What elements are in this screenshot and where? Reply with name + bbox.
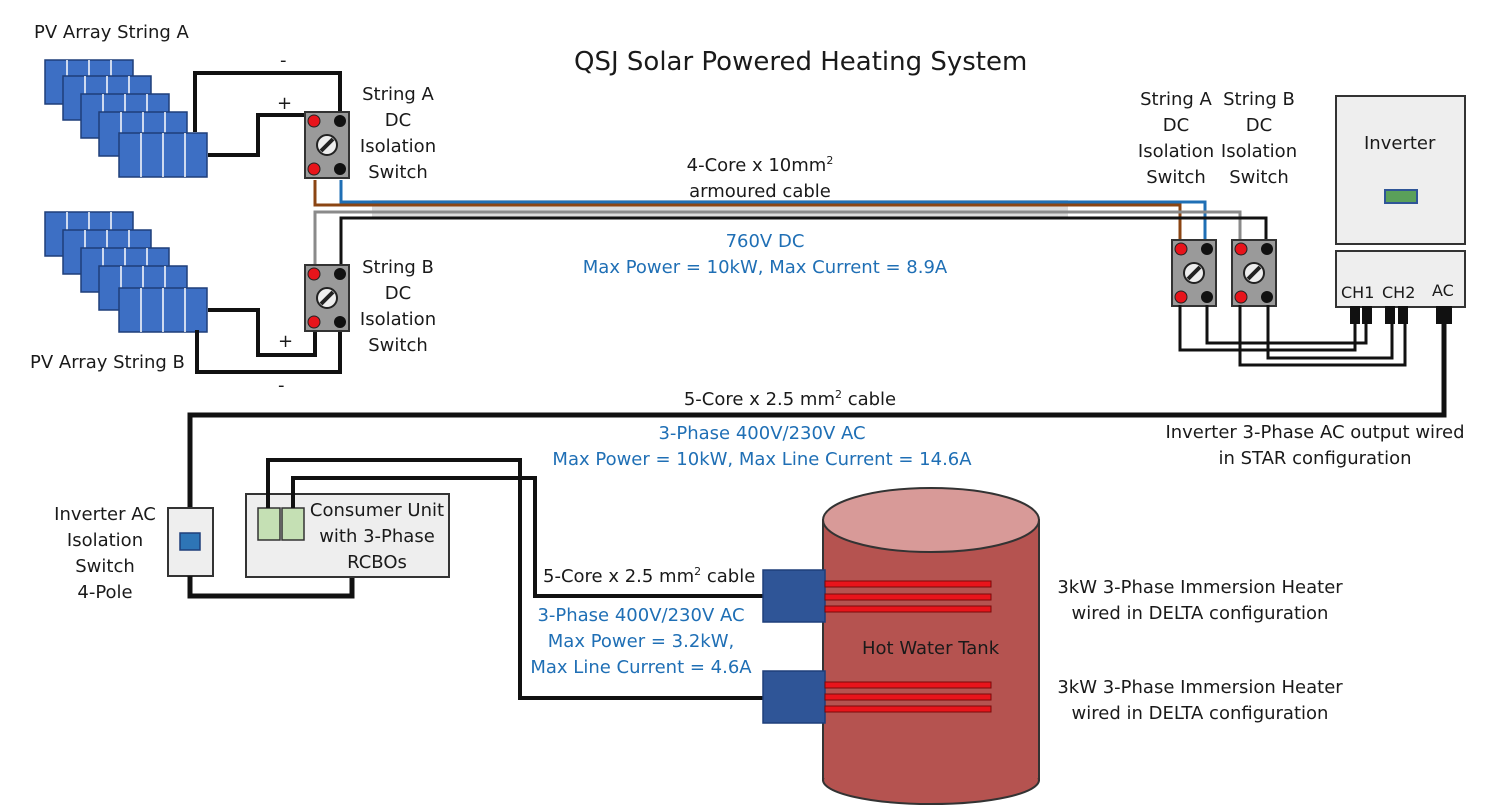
string-a-dc-isolation-switch[interactable] [303, 110, 351, 180]
inverter-ch1-label: CH1 [1341, 283, 1375, 302]
immersion-heater-bottom [762, 670, 992, 724]
pv-array-string-a-label: PV Array String A [34, 22, 189, 43]
ac-cable-label: 5-Core x 2.5 mm2 cable [683, 388, 897, 410]
isolator-to-consumer-unit-wire [187, 576, 355, 599]
dc-cable-label: 4-Core x 10mm2 armoured cable [686, 154, 834, 202]
inverter-star-note: Inverter 3-Phase AC output wired in STAR… [1165, 422, 1465, 469]
string-a-plus-label: + [277, 93, 293, 114]
string-b-minus-label: - [278, 375, 285, 396]
pv-array-string-a [44, 59, 208, 178]
string-b-pv-wires [195, 308, 342, 374]
ac-cable-spec: 3-Phase 400V/230V AC Max Power = 10kW, M… [552, 423, 972, 470]
string-a-pv-wires [193, 71, 342, 157]
string-a-minus-label: - [280, 50, 287, 71]
heater-top-note: 3kW 3-Phase Immersion Heater wired in DE… [1057, 577, 1343, 624]
switch-to-inverter-wires [1178, 305, 1407, 367]
string-b-plus-label: + [278, 331, 294, 352]
hot-water-tank [822, 487, 1040, 805]
heater-feed-cables [266, 458, 763, 700]
consumer-unit [245, 493, 450, 578]
heater-cable-label: 5-Core x 2.5 mm2 cable [543, 565, 756, 587]
string-b-dc-isolation-switch[interactable] [303, 263, 351, 333]
pv-array-string-b-label: PV Array String B [30, 352, 185, 373]
hot-water-tank-label: Hot Water Tank [862, 638, 1000, 659]
ac-output-cable [187, 322, 1447, 510]
inverter-label: Inverter [1364, 133, 1436, 154]
inverter [1335, 95, 1466, 324]
immersion-heater-top [762, 569, 992, 623]
pv-array-string-b [44, 211, 208, 333]
dc-run-wires [313, 180, 1268, 268]
inverter-side-string-a-switch[interactable] [1170, 238, 1218, 308]
heater-cable-spec: 3-Phase 400V/230V AC Max Power = 3.2kW, … [530, 605, 752, 678]
heater-bottom-note: 3kW 3-Phase Immersion Heater wired in DE… [1057, 677, 1343, 724]
diagram-title: QSJ Solar Powered Heating System [574, 47, 1028, 77]
dc-cable-spec: 760V DC Max Power = 10kW, Max Current = … [582, 231, 948, 278]
ac-isolation-switch[interactable] [167, 507, 214, 577]
inverter-side-string-b-switch[interactable] [1230, 238, 1278, 308]
inverter-ac-label: AC [1432, 281, 1454, 300]
inverter-ch2-label: CH2 [1382, 283, 1416, 302]
